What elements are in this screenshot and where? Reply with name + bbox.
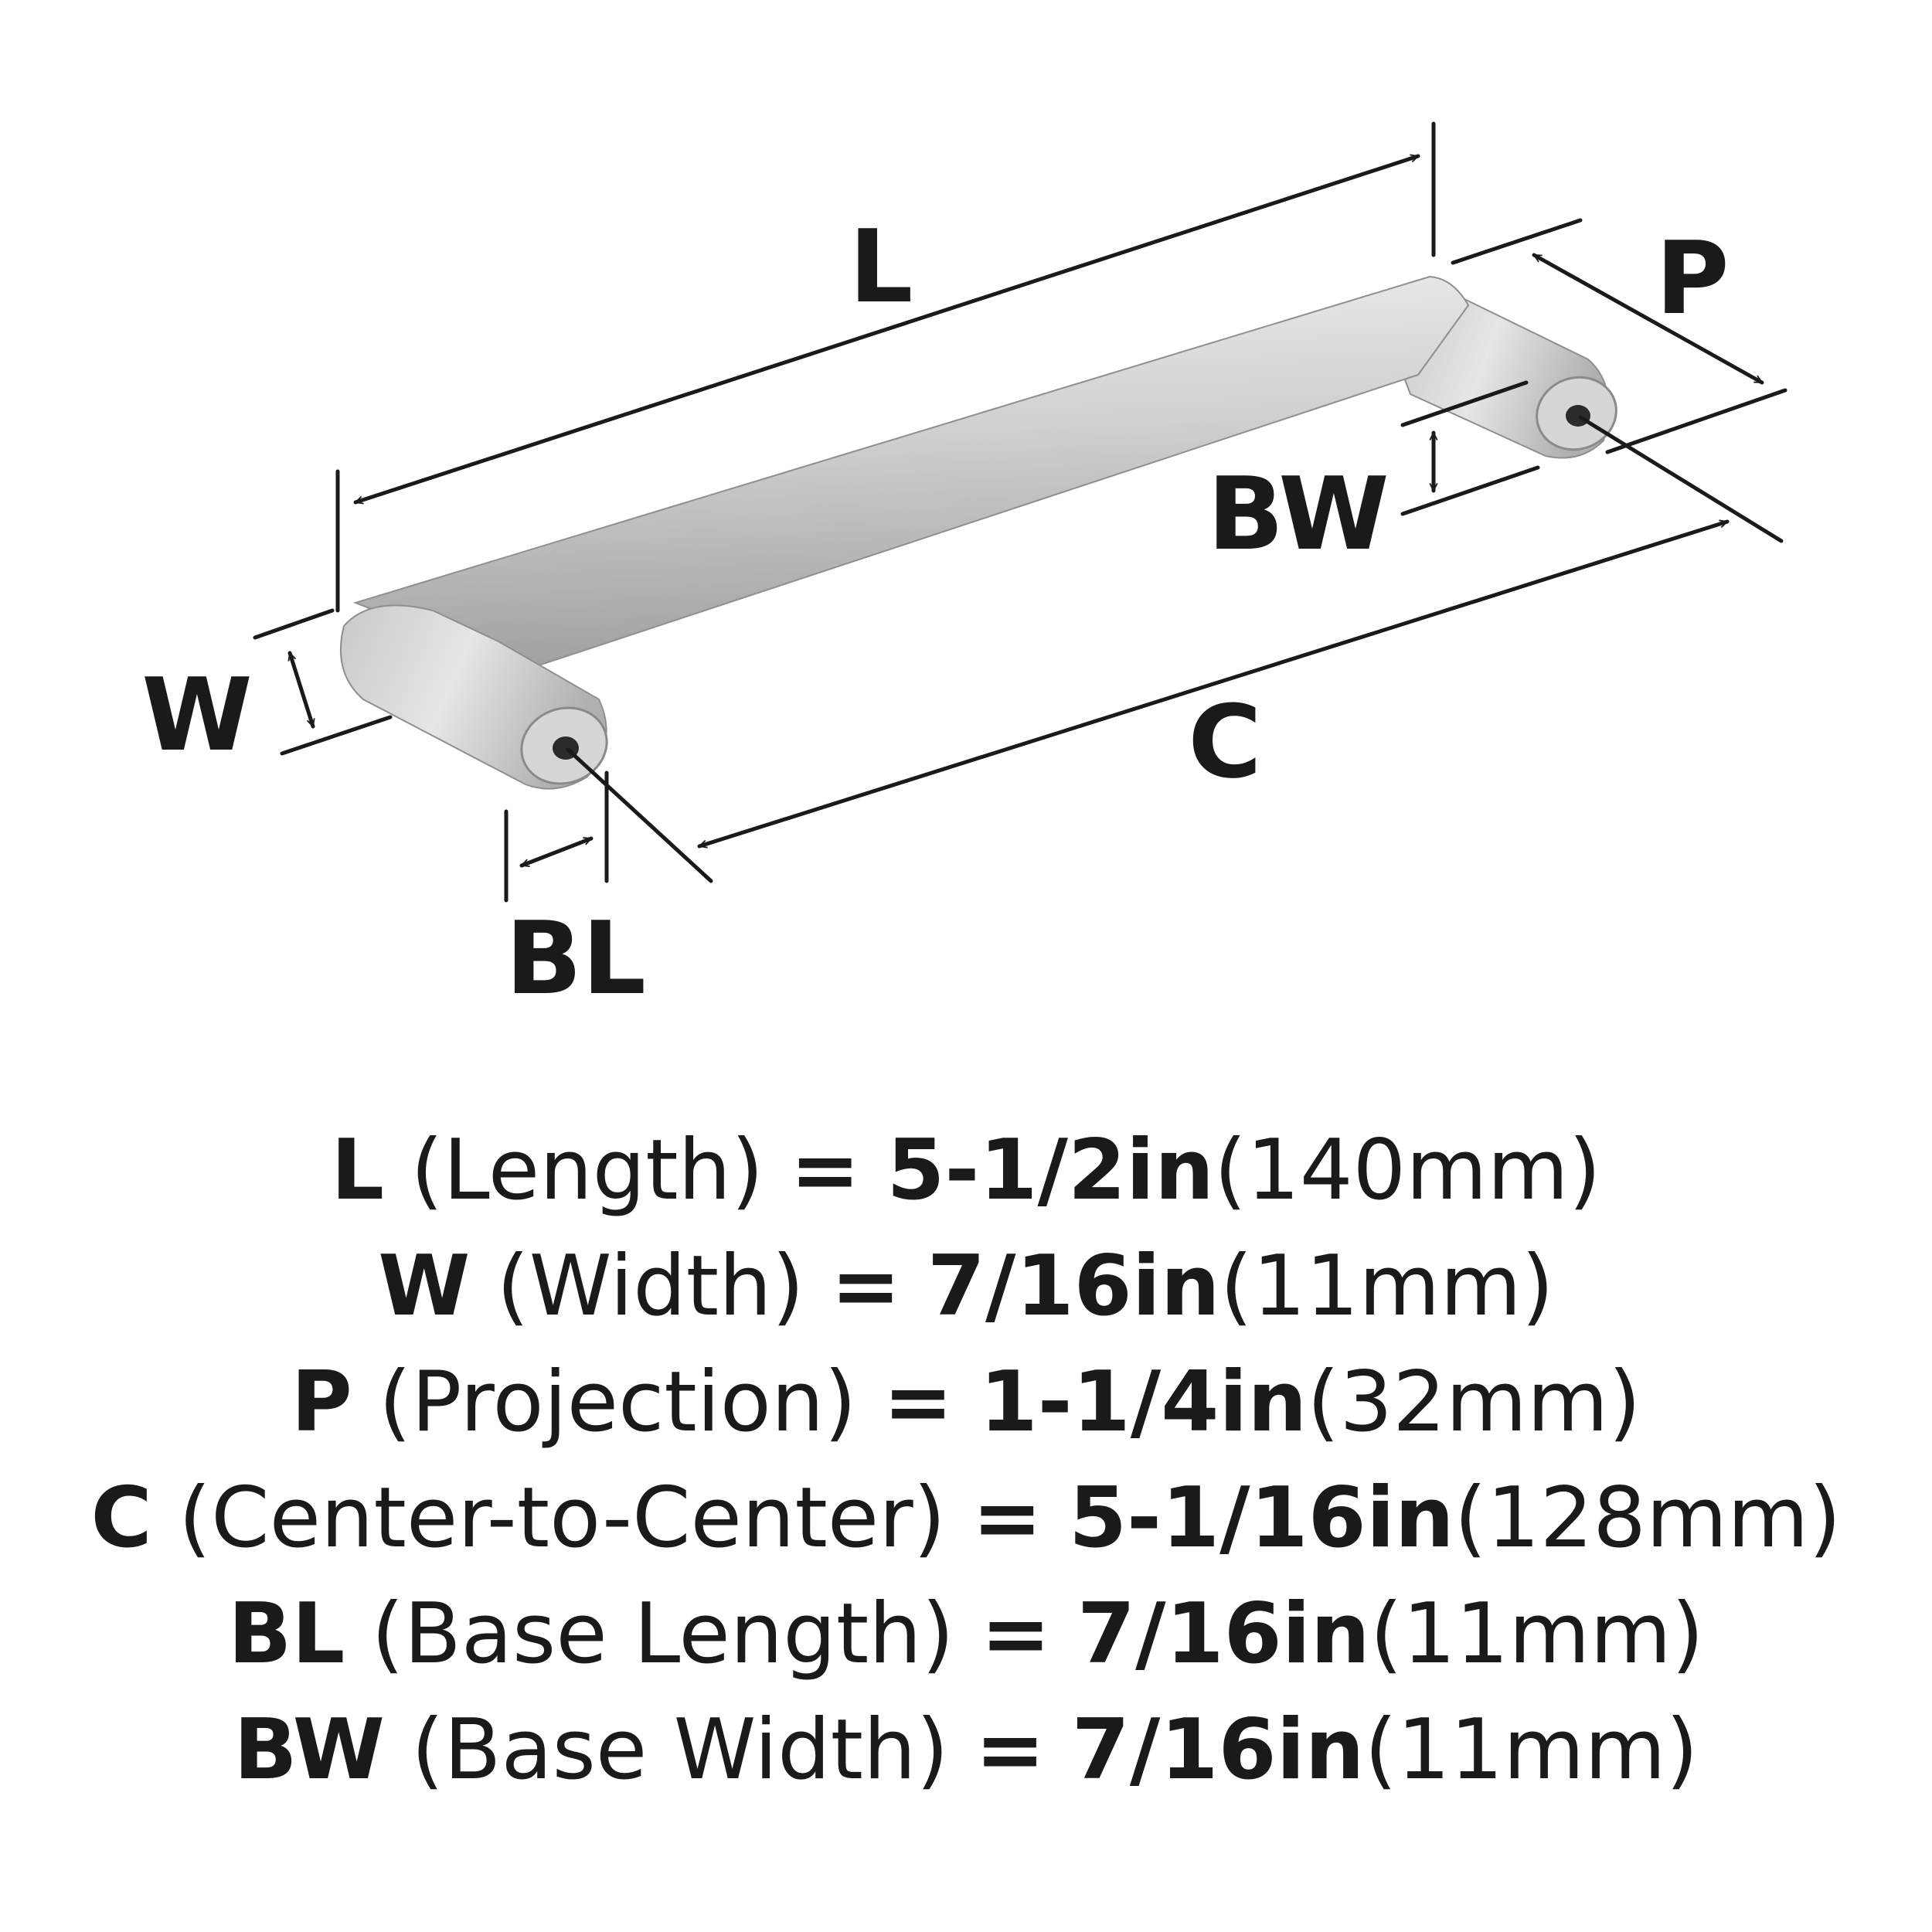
- spec-code: P: [291, 1354, 352, 1451]
- label-W: W: [141, 656, 252, 774]
- label-BW: BW: [1207, 455, 1389, 573]
- handle-dimension-diagram: L W BL C P BW: [141, 121, 1787, 1017]
- spec-imperial: 7/16in: [1071, 1702, 1365, 1798]
- spec-metric: (128mm): [1454, 1470, 1842, 1566]
- dimension-base-length: BL: [504, 747, 713, 1017]
- spec-code: W: [378, 1238, 471, 1335]
- dimension-width: W: [141, 608, 393, 774]
- spec-metric: (11mm): [1369, 1586, 1704, 1682]
- spec-row-width: W (Width) = 7/16in(11mm): [0, 1229, 1932, 1345]
- dimension-base-width: BW: [1207, 380, 1540, 573]
- spec-metric: (32mm): [1307, 1354, 1641, 1451]
- spec-row-length: L (Length) = 5-1/2in(140mm): [0, 1113, 1932, 1229]
- spec-code: C: [90, 1470, 152, 1566]
- cabinet-pull-handle: [339, 275, 1617, 790]
- spec-equals: =: [883, 1354, 954, 1451]
- spec-equals: =: [831, 1238, 901, 1335]
- spec-equals: =: [975, 1702, 1046, 1798]
- spec-equals: =: [790, 1122, 861, 1219]
- spec-equals: =: [981, 1586, 1051, 1682]
- dimension-center-to-center: C: [697, 415, 1784, 846]
- label-BL: BL: [505, 900, 646, 1017]
- spec-code: BL: [228, 1586, 345, 1682]
- spec-name: (Width): [496, 1238, 804, 1335]
- spec-imperial: 7/16in: [1077, 1586, 1370, 1682]
- spec-equals: =: [972, 1470, 1043, 1566]
- spec-name: (Length): [410, 1122, 764, 1219]
- spec-code: BW: [233, 1702, 385, 1798]
- dimension-spec-list: L (Length) = 5-1/2in(140mm) W (Width) = …: [0, 1113, 1932, 1808]
- dimension-projection: P: [1451, 218, 1787, 454]
- spec-imperial: 5-1/2in: [886, 1122, 1214, 1219]
- spec-code: L: [331, 1122, 385, 1219]
- spec-metric: (11mm): [1364, 1702, 1699, 1798]
- spec-metric: (11mm): [1219, 1238, 1554, 1335]
- spec-imperial: 7/16in: [927, 1238, 1220, 1335]
- label-P: P: [1655, 219, 1729, 337]
- spec-metric: (140mm): [1213, 1122, 1601, 1219]
- spec-name: (Projection): [379, 1354, 857, 1451]
- spec-row-center-to-center: C (Center-to-Center) = 5-1/16in(128mm): [0, 1461, 1932, 1577]
- label-C: C: [1188, 683, 1261, 801]
- spec-imperial: 1-1/4in: [979, 1354, 1308, 1451]
- spec-imperial: 5-1/16in: [1068, 1470, 1454, 1566]
- dimension-length: L: [335, 121, 1436, 613]
- label-L: L: [849, 208, 913, 325]
- spec-row-base-width: BW (Base Width) = 7/16in(11mm): [0, 1692, 1932, 1808]
- spec-name: (Center-to-Center): [179, 1470, 946, 1566]
- spec-row-projection: P (Projection) = 1-1/4in(32mm): [0, 1345, 1932, 1461]
- spec-row-base-length: BL (Base Length) = 7/16in(11mm): [0, 1577, 1932, 1692]
- spec-name: (Base Length): [371, 1586, 954, 1682]
- spec-name: (Base Width): [411, 1702, 949, 1798]
